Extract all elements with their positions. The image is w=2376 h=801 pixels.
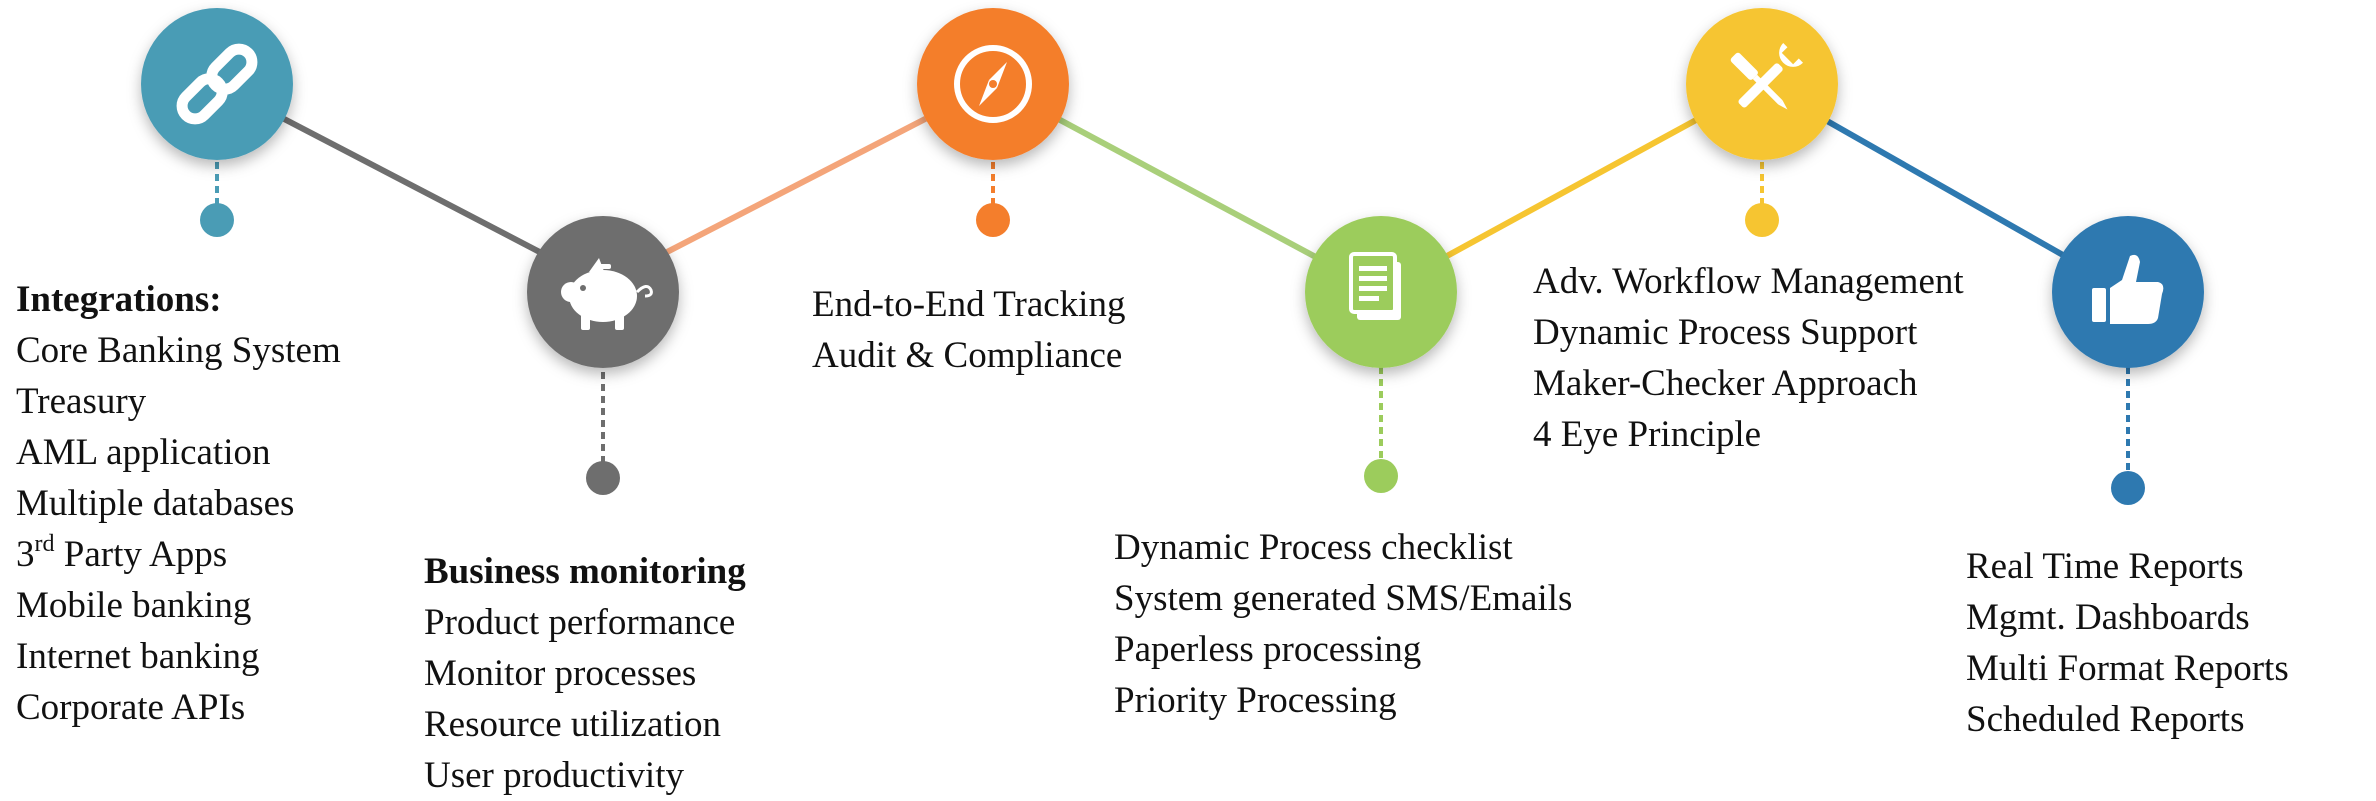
workflow-item: Adv. Workflow Management xyxy=(1533,261,1964,302)
link-icon xyxy=(176,43,258,125)
piggy-bank-icon xyxy=(561,258,653,330)
stem-dot-2 xyxy=(586,461,620,495)
reports-item: Scheduled Reports xyxy=(1966,699,2245,740)
stem-dot-4 xyxy=(1364,459,1398,493)
integrations-item: Multiple databases xyxy=(16,483,295,524)
tracking-item: End-to-End Tracking xyxy=(812,284,1126,325)
document-icon xyxy=(1349,252,1401,320)
compass-icon xyxy=(954,45,1032,123)
tracking-item: Audit & Compliance xyxy=(812,335,1123,376)
integrations-heading: Integrations: xyxy=(16,279,222,320)
business-monitoring-item: Product performance xyxy=(424,602,736,643)
integrations-item: Mobile banking xyxy=(16,585,252,626)
workflow-item: Dynamic Process Support xyxy=(1533,312,1918,353)
stem-dot-1 xyxy=(200,203,234,237)
tools-icon xyxy=(1730,42,1804,110)
reports-item: Multi Format Reports xyxy=(1966,648,2289,689)
processing-item: Dynamic Process checklist xyxy=(1114,527,1513,568)
integrations-item: AML application xyxy=(16,432,271,473)
reports-text: Real Time Reports Mgmt. Dashboards Multi… xyxy=(1966,541,2289,745)
business-monitoring-heading: Business monitoring xyxy=(424,551,746,592)
business-monitoring-text: Business monitoring Product performance … xyxy=(424,546,746,801)
stem-dot-3 xyxy=(976,203,1010,237)
integrations-item: Corporate APIs xyxy=(16,687,246,728)
business-monitoring-item: User productivity xyxy=(424,755,684,796)
integrations-item: Treasury xyxy=(16,381,147,422)
reports-item: Mgmt. Dashboards xyxy=(1966,597,2250,638)
stem-dot-6 xyxy=(2111,471,2145,505)
stem-dot-5 xyxy=(1745,203,1779,237)
integrations-item: Core Banking System xyxy=(16,330,341,371)
processing-item: System generated SMS/Emails xyxy=(1114,578,1573,619)
workflow-item: Maker-Checker Approach xyxy=(1533,363,1918,404)
reports-item: Real Time Reports xyxy=(1966,546,2244,587)
stems xyxy=(215,150,2130,486)
integrations-text: Integrations: Core Banking System Treasu… xyxy=(16,274,341,733)
thumbs-up-icon xyxy=(2092,254,2164,324)
workflow-text: Adv. Workflow Management Dynamic Process… xyxy=(1533,256,1964,460)
business-monitoring-item: Resource utilization xyxy=(424,704,721,745)
integrations-item: 3rd Party Apps xyxy=(16,530,228,575)
processing-item: Priority Processing xyxy=(1114,680,1397,721)
business-monitoring-item: Monitor processes xyxy=(424,653,697,694)
stem-dots xyxy=(200,203,2145,505)
integrations-item: Internet banking xyxy=(16,636,260,677)
processing-text: Dynamic Process checklist System generat… xyxy=(1114,522,1572,726)
tracking-text: End-to-End Tracking Audit & Compliance xyxy=(812,279,1125,381)
processing-item: Paperless processing xyxy=(1114,629,1422,670)
workflow-item: 4 Eye Principle xyxy=(1533,414,1762,455)
